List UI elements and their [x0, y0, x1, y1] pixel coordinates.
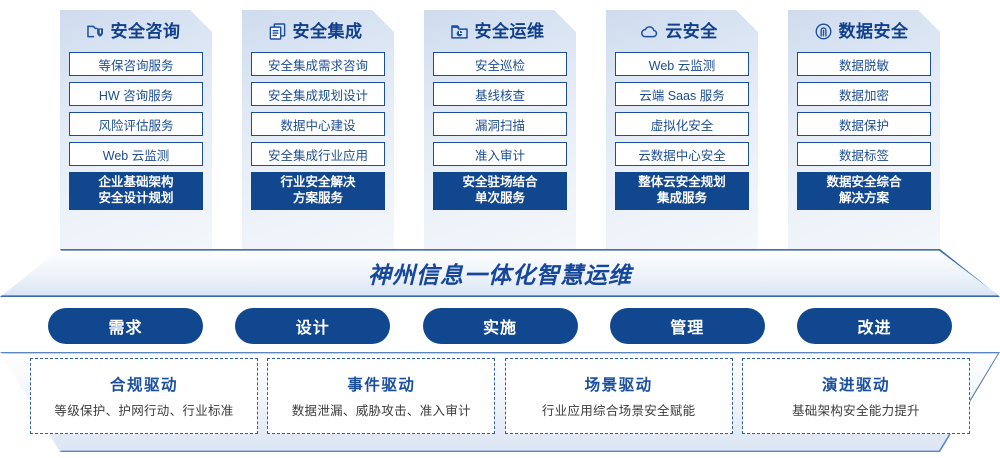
- service-column-security-operations[interactable]: 安全运维 安全巡检 基线核查 漏洞扫描 准入审计 安全驻场结合 单次服务: [424, 10, 576, 250]
- service-item[interactable]: 数据保护: [797, 112, 931, 136]
- service-highlight-line: 集成服务: [656, 191, 707, 205]
- column-header: 数据安全: [797, 10, 931, 52]
- column-header: 安全咨询: [69, 10, 203, 52]
- driver-subtitle: 行业应用综合场景安全赋能: [541, 404, 696, 418]
- service-highlight-line: 行业安全解决: [280, 175, 356, 190]
- service-highlight-line: 安全驻场结合: [462, 175, 538, 190]
- service-item[interactable]: HW 咨询服务: [69, 82, 203, 106]
- folder-chart-icon: [450, 22, 469, 41]
- service-item[interactable]: 准入审计: [433, 142, 567, 166]
- driver-subtitle: 基础架构安全能力提升: [791, 404, 920, 418]
- service-item[interactable]: 云端 Saas 服务: [615, 82, 749, 106]
- service-item[interactable]: 安全集成规划设计: [251, 82, 385, 106]
- column-header: 云安全: [615, 10, 749, 52]
- service-item[interactable]: 等保咨询服务: [69, 52, 203, 76]
- driver-card-compliance[interactable]: 合规驱动 等级保护、护网行动、行业标准: [30, 358, 258, 434]
- drivers-list: 合规驱动 等级保护、护网行动、行业标准 事件驱动 数据泄漏、威胁攻击、准入审计 …: [0, 358, 1000, 440]
- service-item[interactable]: 数据中心建设: [251, 112, 385, 136]
- service-highlight-line: 数据安全综合: [826, 175, 902, 190]
- service-highlight-line: 解决方案: [838, 191, 889, 205]
- service-columns: 安全咨询 等保咨询服务 HW 咨询服务 风险评估服务 Web 云监测 企业基础架…: [0, 10, 1000, 250]
- service-highlight-line: 企业基础架构: [98, 175, 174, 190]
- service-highlight[interactable]: 数据安全综合 解决方案: [797, 172, 931, 210]
- banner-title: 神州信息一体化智慧运维: [368, 262, 632, 288]
- service-item[interactable]: 风险评估服务: [69, 112, 203, 136]
- service-item[interactable]: 数据加密: [797, 82, 931, 106]
- driver-title: 合规驱动: [109, 377, 178, 394]
- column-header: 安全集成: [251, 10, 385, 52]
- service-highlight[interactable]: 行业安全解决 方案服务: [251, 172, 385, 210]
- phase-pill-implementation[interactable]: 实施: [422, 308, 578, 344]
- platform-banner: 神州信息一体化智慧运维: [0, 249, 1000, 297]
- service-item[interactable]: Web 云监测: [615, 52, 749, 76]
- service-highlight[interactable]: 企业基础架构 安全设计规划: [69, 172, 203, 210]
- service-column-cloud-security[interactable]: 云安全 Web 云监测 云端 Saas 服务 虚拟化安全 云数据中心安全 整体云…: [606, 10, 758, 250]
- service-column-data-security[interactable]: 数据安全 数据脱敏 数据加密 数据保护 数据标签 数据安全综合 解决方案: [788, 10, 940, 250]
- folder-shield-icon: [86, 22, 105, 41]
- driver-card-scenario[interactable]: 场景驱动 行业应用综合场景安全赋能: [504, 358, 733, 434]
- column-title: 云安全: [665, 21, 718, 41]
- driver-subtitle: 数据泄漏、威胁攻击、准入审计: [291, 404, 471, 418]
- driver-subtitle: 等级保护、护网行动、行业标准: [54, 404, 234, 418]
- driver-card-evolution[interactable]: 演进驱动 基础架构安全能力提升: [741, 358, 970, 434]
- column-header: 安全运维: [433, 10, 567, 52]
- phase-pill-management[interactable]: 管理: [609, 308, 765, 344]
- service-highlight-line: 安全设计规划: [98, 191, 174, 205]
- service-highlight[interactable]: 安全驻场结合 单次服务: [433, 172, 567, 210]
- service-item[interactable]: 数据脱敏: [797, 52, 931, 76]
- stacked-documents-icon: [268, 22, 287, 41]
- driver-card-incident[interactable]: 事件驱动 数据泄漏、威胁攻击、准入审计: [267, 358, 496, 434]
- service-item[interactable]: 安全集成需求咨询: [251, 52, 385, 76]
- service-item[interactable]: 安全巡检: [433, 52, 567, 76]
- service-item[interactable]: 虚拟化安全: [615, 112, 749, 136]
- service-highlight-line: 方案服务: [292, 191, 343, 205]
- phase-pill-design[interactable]: 设计: [235, 308, 391, 344]
- service-highlight-line: 单次服务: [474, 191, 525, 205]
- service-column-security-consulting[interactable]: 安全咨询 等保咨询服务 HW 咨询服务 风险评估服务 Web 云监测 企业基础架…: [60, 10, 212, 250]
- phase-pill-requirement[interactable]: 需求: [48, 308, 203, 344]
- column-title: 安全咨询: [110, 21, 181, 41]
- driver-title: 演进驱动: [821, 377, 890, 394]
- phase-pill-improvement[interactable]: 改进: [797, 308, 952, 344]
- drivers-panel: 合规驱动 等级保护、护网行动、行业标准 事件驱动 数据泄漏、威胁攻击、准入审计 …: [0, 352, 1000, 452]
- column-title: 安全运维: [474, 21, 545, 41]
- cloud-icon: [640, 22, 659, 41]
- driver-title: 事件驱动: [347, 377, 416, 394]
- service-item[interactable]: 安全集成行业应用: [251, 142, 385, 166]
- lifecycle-phases: 需求 设计 实施 管理 改进: [0, 308, 1000, 346]
- service-column-security-integration[interactable]: 安全集成 安全集成需求咨询 安全集成规划设计 数据中心建设 安全集成行业应用 行…: [242, 10, 394, 250]
- column-title: 数据安全: [838, 21, 909, 41]
- service-highlight-line: 整体云安全规划: [638, 175, 726, 190]
- driver-title: 场景驱动: [584, 377, 653, 394]
- banner-shape: [0, 249, 1000, 297]
- service-highlight[interactable]: 整体云安全规划 集成服务: [615, 172, 749, 210]
- column-title: 安全集成: [292, 21, 363, 41]
- service-item[interactable]: 云数据中心安全: [615, 142, 749, 166]
- fingerprint-icon: [814, 22, 833, 41]
- service-item[interactable]: Web 云监测: [69, 142, 203, 166]
- service-item[interactable]: 数据标签: [797, 142, 931, 166]
- service-item[interactable]: 基线核查: [433, 82, 567, 106]
- service-item[interactable]: 漏洞扫描: [433, 112, 567, 136]
